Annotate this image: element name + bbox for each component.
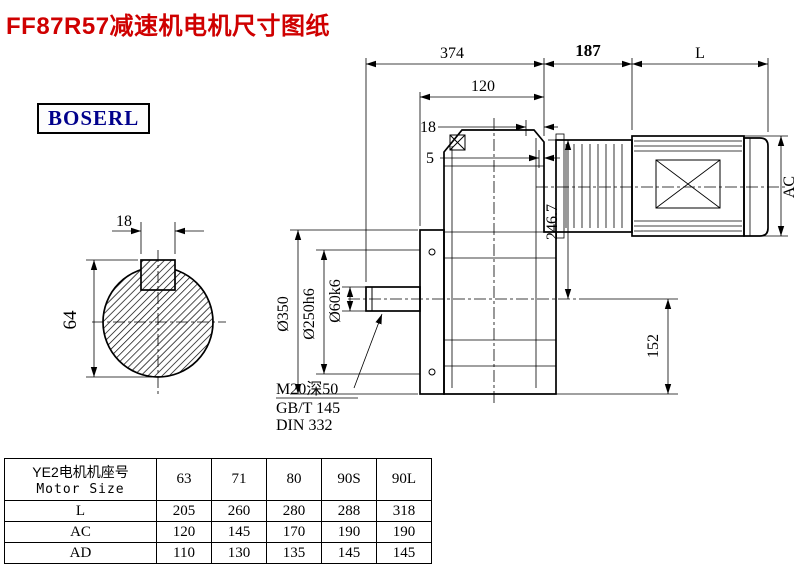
dimension-374: 374 (365, 45, 545, 282)
cell-AC-90S: 190 (321, 521, 377, 543)
dimension-dia350: Ø350 (275, 229, 418, 395)
brand-logo: BOSERL (37, 103, 151, 134)
cell-L-71: 260 (211, 500, 267, 522)
dim-dia60k6-label: Ø60k6 (327, 279, 344, 323)
shaft-section-view: 18 64 (60, 213, 226, 394)
size-col-header: 90L (376, 458, 432, 501)
flange-bolt-hole (428, 248, 436, 256)
table-row-AD: AD 110 130 135 145 145 (4, 542, 432, 564)
note-din332: DIN 332 (276, 417, 332, 434)
row-label-AD: AD (4, 542, 157, 564)
dim-187-label: 187 (575, 41, 601, 60)
dimension-5: 5 (426, 150, 560, 168)
dim-246-7-label: 246.7 (544, 204, 561, 240)
dim-18-top-label: 18 (420, 119, 436, 136)
motor-size-table: YE2电机机座号 Motor Size 63 71 80 90S 90L L 2… (4, 458, 432, 564)
dimension-152: 152 (556, 298, 678, 395)
tapped-hole-notes: M20深50 GB/T 145 DIN 332 (276, 313, 383, 434)
size-col-header: 71 (211, 458, 267, 501)
cell-L-63: 205 (156, 500, 212, 522)
dimension-dia250h6: Ø250h6 (301, 249, 420, 375)
dim-dia350-label: Ø350 (275, 296, 292, 332)
dim-key-18-label: 18 (116, 213, 132, 230)
cell-AC-90L: 190 (376, 521, 432, 543)
cell-L-80: 280 (266, 500, 322, 522)
cell-AC-80: 170 (266, 521, 322, 543)
dim-64-label: 64 (60, 310, 81, 330)
table-row-L: L 205 260 280 288 318 (4, 500, 432, 522)
dimension-dia60k6: Ø60k6 (327, 279, 366, 323)
gear-unit-side-view (348, 118, 786, 404)
cell-AD-80: 135 (266, 542, 322, 564)
size-col-header: 80 (266, 458, 322, 501)
dim-L-label: L (695, 45, 705, 62)
table-header-row: YE2电机机座号 Motor Size 63 71 80 90S 90L (4, 458, 432, 501)
dimension-120: 120 (419, 78, 544, 226)
dimension-18-top: 18 (420, 119, 558, 136)
inspection-bolt-icon (449, 134, 466, 151)
dimension-246-7: 246.7 (544, 139, 578, 299)
input-stage-r57 (555, 133, 633, 239)
dim-120-label: 120 (471, 78, 495, 95)
note-gbt145: GB/T 145 (276, 400, 340, 417)
header-label-cn: YE2电机机座号 (32, 464, 129, 480)
dimension-key-18: 18 (112, 213, 204, 254)
cell-L-90L: 318 (376, 500, 432, 522)
page-title: FF87R57减速机电机尺寸图纸 (6, 13, 331, 40)
flange-bolt-hole (428, 368, 436, 376)
dim-152-label: 152 (645, 334, 662, 358)
table-row-AC: AC 120 145 170 190 190 (4, 521, 432, 543)
motor-body (631, 135, 745, 237)
motor-size-header-cell: YE2电机机座号 Motor Size (4, 458, 157, 501)
gear-housing (443, 129, 557, 395)
dim-5-label: 5 (426, 150, 434, 167)
cell-AC-71: 145 (211, 521, 267, 543)
leader-line (353, 313, 383, 389)
dimension-L: L (632, 45, 769, 132)
motor-nameplate (655, 159, 721, 209)
dim-AC-label: AC (781, 176, 798, 198)
cell-AD-63: 110 (156, 542, 212, 564)
dim-dia250h6-label: Ø250h6 (301, 288, 318, 340)
row-label-L: L (4, 500, 157, 522)
size-col-header: 63 (156, 458, 212, 501)
dimension-64: 64 (60, 259, 152, 378)
mounting-flange (419, 229, 445, 395)
cell-AD-71: 130 (211, 542, 267, 564)
dimension-AC: AC (744, 135, 798, 237)
cell-AD-90S: 145 (321, 542, 377, 564)
row-label-AC: AC (4, 521, 157, 543)
dim-374-label: 374 (440, 45, 464, 62)
cell-AD-90L: 145 (376, 542, 432, 564)
dimension-187: 187 (544, 41, 633, 130)
header-label-en: Motor Size (36, 482, 125, 497)
note-tap: M20深50 (276, 380, 338, 398)
size-col-header: 90S (321, 458, 377, 501)
cell-AC-63: 120 (156, 521, 212, 543)
cell-L-90S: 288 (321, 500, 377, 522)
